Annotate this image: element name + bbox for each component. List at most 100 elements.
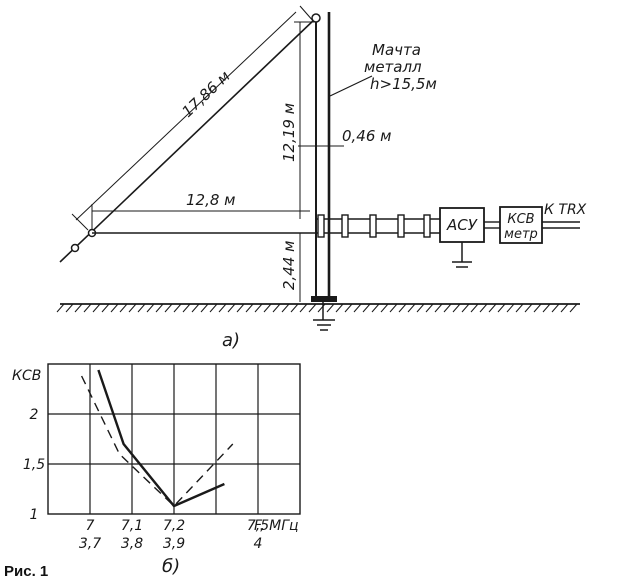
ground-hatch-mark (245, 303, 254, 313)
ground-hatch-mark (479, 303, 488, 313)
ground-hatch-mark (65, 303, 74, 313)
ground-hatch-mark (497, 303, 506, 313)
swr-meter-label-1: КСВ (507, 212, 534, 227)
ground-hatch-mark (254, 303, 263, 313)
ground-hatch-mark (128, 303, 137, 313)
ground-hatch-mark (425, 303, 434, 313)
mast-label-2: металл (364, 58, 422, 76)
dim-horizontal-label: 12,8 м (186, 191, 235, 209)
ground-hatch-mark (218, 303, 227, 313)
dim-diagonal-line (75, 11, 297, 221)
ground-hatch-mark (443, 303, 452, 313)
ground-hatch-mark (182, 303, 191, 313)
ground-hatch-mark (569, 303, 578, 313)
feeder-spacers (317, 214, 431, 238)
antenna-diagram: АСУ КСВ метр К TRX Мачта металл h>15,5м … (56, 5, 587, 351)
ground-hatch-mark (434, 303, 443, 313)
ground-hatch-mark (371, 303, 380, 313)
swr-meter-label-2: метр (504, 227, 538, 242)
ground-hatch-mark (173, 303, 182, 313)
ground-hatch-mark (416, 303, 425, 313)
ground-hatch-mark (506, 303, 515, 313)
ground-hatch-mark (155, 303, 164, 313)
x-tick-label-top: 7,5 (247, 518, 269, 534)
ground-hatch-mark (515, 303, 524, 313)
ground-hatch-mark (101, 303, 110, 313)
x-tick-label-top: 7 (86, 518, 95, 534)
ground-hatch-mark (137, 303, 146, 313)
ground-hatch-mark (209, 303, 218, 313)
mast-label-leader (329, 75, 373, 97)
ground-hatch-mark (344, 303, 353, 313)
ground-hatch-mark (227, 303, 236, 313)
chart-grid (47, 363, 301, 515)
ground-hatch-mark (281, 303, 290, 313)
top-insulator (311, 13, 321, 23)
ground-hatch-mark (542, 303, 551, 313)
series-line-solid (97, 369, 225, 508)
ground-hatch-mark (335, 303, 344, 313)
ground-hatch-mark (290, 303, 299, 313)
ground-hatch-mark (200, 303, 209, 313)
ground-hatch-mark (533, 303, 542, 313)
x-tick-label-top: 7,2 (163, 518, 185, 534)
trx-label: К TRX (544, 202, 587, 218)
ground-hatch-mark (470, 303, 479, 313)
ground-hatch-mark (407, 303, 416, 313)
y-tick-label: 1,5 (23, 457, 45, 473)
ground-hatch-mark (452, 303, 461, 313)
dim-spacing-label: 0,46 м (342, 127, 391, 145)
ground-hatch-mark (488, 303, 497, 313)
ground-hatch-mark (164, 303, 173, 313)
dim-height-lower-label: 2,44 м (280, 241, 298, 290)
ground-hatch-mark (146, 303, 155, 313)
ground-hatch-mark (389, 303, 398, 313)
ground-hatching (56, 303, 578, 313)
ground-hatch-mark (461, 303, 470, 313)
x-tick-label-bottom: 3,9 (163, 536, 185, 552)
x-tick-label-bottom: 3,8 (121, 536, 143, 552)
ground-hatch-mark (560, 303, 569, 313)
figure-caption: Рис. 1 (4, 563, 48, 580)
dim-diagonal-ext-bot (71, 213, 89, 231)
antenna-wire-diagonal (59, 17, 317, 263)
ground-hatch-mark (299, 303, 308, 313)
subfig-a-label: а) (222, 330, 240, 351)
ground-hatch-mark (380, 303, 389, 313)
ground-hatch-mark (308, 303, 317, 313)
ground-hatch-mark (92, 303, 101, 313)
ground-hatch-mark (353, 303, 362, 313)
y-tick-label: 1 (30, 507, 39, 523)
ground-hatch-mark (74, 303, 83, 313)
ground-hatch-mark (56, 303, 65, 313)
y-axis-label: КСВ (12, 368, 41, 384)
mast-label-1: Мачта (372, 41, 421, 59)
x-axis-label: F, МГц (254, 518, 299, 534)
ground-hatch-mark (263, 303, 272, 313)
ground-hatch-mark (398, 303, 407, 313)
series-line-dashed (80, 375, 234, 507)
ground-hatch-mark (83, 303, 92, 313)
ground-hatch-mark (119, 303, 128, 313)
x-tick-label-top: 7,1 (121, 518, 143, 534)
y-tick-label: 2 (30, 407, 39, 423)
ground-hatch-mark (524, 303, 533, 313)
subfig-b-label: б) (162, 556, 180, 577)
dim-vertical-upper-label: 12,19 м (280, 103, 298, 162)
ground-hatch-mark (362, 303, 371, 313)
mast-base (311, 296, 337, 302)
swr-meter-box (499, 206, 543, 244)
dim-diagonal-label: 17,86 м (178, 67, 233, 121)
ground-hatch-mark (317, 303, 326, 313)
ground-hatch-mark (272, 303, 281, 313)
bottom-insulator (70, 243, 80, 253)
ground-hatch-mark (236, 303, 245, 313)
chart-series (80, 369, 234, 508)
tuner-label: АСУ (446, 216, 478, 234)
dim-diagonal-ext-top (299, 5, 315, 23)
ground-hatch-mark (326, 303, 335, 313)
ground-hatch-mark (191, 303, 200, 313)
